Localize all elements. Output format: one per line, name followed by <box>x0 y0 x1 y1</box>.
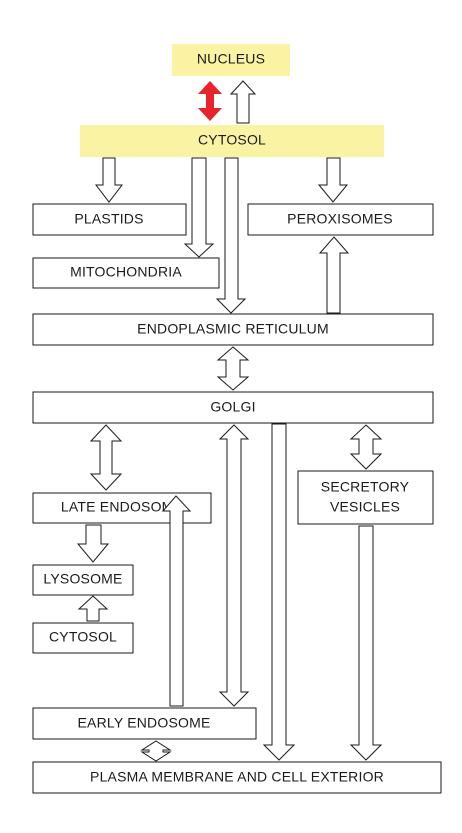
nucleus-label: NUCLEUS <box>197 51 265 67</box>
cytosol-to-er-arrow <box>215 157 247 314</box>
cytosol-to-plastids-arrow <box>94 157 124 203</box>
late-endosome-to-lysosome-arrow <box>76 524 110 563</box>
secretory-label-line2: VESICLES <box>330 499 400 515</box>
cytosol-top-label: CYTOSOL <box>198 132 266 148</box>
golgi-label: GOLGI <box>210 399 255 415</box>
golgi-to-plasma-membrane-arrow <box>262 423 296 761</box>
cytosol-bottom-label: CYTOSOL <box>49 629 117 645</box>
cytosol-to-lysosome-arrow <box>77 595 109 622</box>
cytosol-to-peroxisomes-arrow <box>317 157 349 203</box>
plasma-membrane-box <box>32 761 442 794</box>
lysosome-box <box>32 564 134 596</box>
mitochondria-label: MITOCHONDRIA <box>70 264 182 280</box>
secretory-to-plasma-membrane-arrow <box>349 525 383 761</box>
early-endosome-label: EARLY ENDOSOME <box>78 715 211 731</box>
peroxisomes-box <box>247 203 434 236</box>
er-box <box>32 313 434 346</box>
cytosol-to-nucleus-arrow <box>229 80 257 124</box>
early-to-late-endosome-arrow <box>161 495 192 707</box>
early-endosome-plasma-exchange-arrow <box>140 740 172 762</box>
nucleus-cytosol-double-arrow <box>198 81 222 121</box>
golgi-secretory-double-arrow <box>349 424 383 470</box>
plastids-box <box>32 203 187 236</box>
cytosol-bottom-box <box>32 622 134 654</box>
secretory-label-line1: SECRETORY <box>321 479 410 495</box>
nucleus-box <box>172 44 290 76</box>
golgi-late-endosome-double-arrow <box>89 424 123 491</box>
golgi-early-endosome-double-arrow <box>218 424 250 707</box>
er-label: ENDOPLASMIC RETICULUM <box>137 321 329 337</box>
er-golgi-double-arrow <box>216 346 250 391</box>
er-to-peroxisomes-arrow <box>318 236 350 314</box>
golgi-box <box>32 391 434 424</box>
lysosome-label: LYSOSOME <box>43 571 122 587</box>
early-endosome-box <box>32 707 257 740</box>
late-endosome-label: LATE ENDOSOME <box>61 499 183 515</box>
cytosol-top-box <box>80 125 384 157</box>
plastids-label: PLASTIDS <box>74 211 143 227</box>
peroxisomes-label: PEROXISOMES <box>287 211 393 227</box>
plasma-membrane-label: PLASMA MEMBRANE AND CELL EXTERIOR <box>90 769 384 785</box>
secretory-vesicles-box <box>297 470 434 525</box>
mitochondria-box <box>32 257 220 289</box>
cytosol-to-mitochondria-arrow <box>183 157 215 258</box>
